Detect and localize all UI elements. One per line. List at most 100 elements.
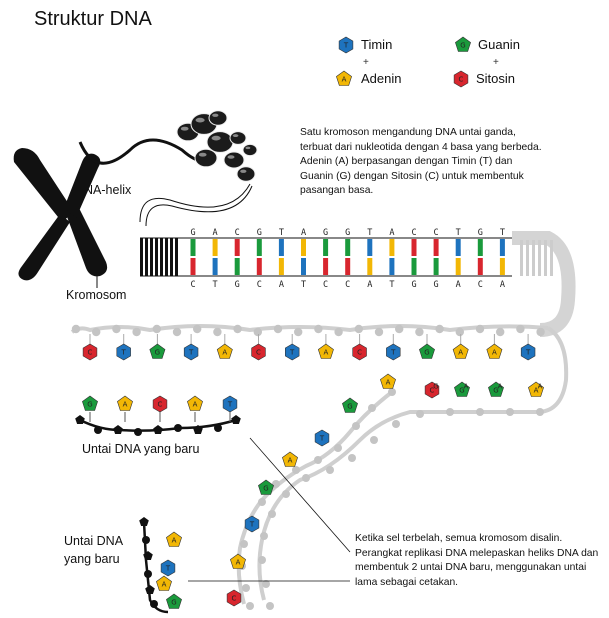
sugar: [143, 551, 153, 560]
ladder-bar-top: [323, 239, 329, 256]
ladder-bar-bottom: [256, 258, 262, 275]
pair-spacer: A: [538, 383, 543, 391]
new-strand-1-node: [231, 415, 241, 424]
backbone-node: [334, 327, 343, 337]
sugar: [139, 517, 149, 526]
ladder-letter-top: G: [478, 228, 483, 238]
base-shape: [152, 395, 168, 413]
base-shape: [336, 70, 352, 86]
ladder-letter-bottom: C: [478, 280, 483, 290]
backbone-node: [455, 327, 464, 337]
ladder-letter-top: C: [235, 228, 240, 238]
base-shape: [216, 343, 233, 359]
base-shape: [258, 479, 274, 495]
new-strand-1-node: [134, 428, 142, 436]
template-base-T: T: [520, 343, 536, 361]
new-strand-1-node: [174, 424, 182, 432]
base-shape: [82, 395, 98, 411]
template-base-T: T: [386, 343, 401, 361]
backbone-node: [536, 408, 544, 416]
new-strand-2-node: [143, 551, 153, 560]
base-shape: [342, 397, 358, 413]
backbone-node: [92, 327, 101, 337]
base-letter: A: [123, 401, 128, 409]
new-strand-1-node: [153, 425, 163, 434]
ladder-letter-bottom: C: [190, 280, 195, 290]
ladder-letter-bottom: A: [500, 280, 505, 290]
bead-highlight: [212, 113, 219, 117]
ladder-letter-top: A: [389, 228, 394, 238]
ladder-letter-bottom: C: [345, 280, 350, 290]
base-shape: [226, 589, 242, 607]
fork-base-G: G: [342, 397, 358, 413]
sugar: [153, 425, 163, 434]
ladder-letter-bottom: C: [257, 280, 262, 290]
ladder-letter-top: G: [257, 228, 262, 238]
ladder-bar-top: [367, 239, 373, 256]
ladder-bar-top: [433, 239, 439, 256]
new-strand-2-base-A: A: [156, 575, 172, 591]
base-letter: A: [342, 76, 347, 84]
ladder-letter-top: T: [456, 228, 461, 238]
base-shape: [251, 343, 266, 361]
timin-icon: T: [338, 36, 354, 54]
ladder-letter-top: T: [500, 228, 505, 238]
backbone-node: [392, 420, 400, 428]
ladder-letter-bottom: G: [434, 280, 439, 290]
base-letter: G: [424, 349, 429, 357]
new-strand-1-base-G: G: [82, 395, 98, 411]
ladder-letter-bottom: G: [411, 280, 416, 290]
tail-rung: [526, 240, 529, 276]
base-shape: [117, 395, 133, 411]
helix-stub: [150, 238, 153, 276]
fork-base-T: T: [314, 429, 330, 447]
helix-stub: [165, 238, 168, 276]
adenin-icon: A: [336, 70, 352, 86]
legend-timin-label: Timin: [361, 37, 393, 52]
ladder-letter-bottom: T: [301, 280, 306, 290]
base-shape: [528, 381, 544, 397]
base-letter: A: [538, 383, 543, 391]
unwound-backbone: [257, 326, 569, 601]
base-shape: [230, 553, 246, 569]
backbone-node: [112, 324, 121, 334]
base-letter: A: [464, 383, 469, 391]
new-strand-1-base-C: C: [152, 395, 168, 413]
nucleosome-bead: [229, 131, 247, 145]
pair-spacer: A: [464, 383, 469, 391]
base-shape: [419, 343, 435, 359]
ladder-bar-top: [477, 239, 483, 256]
backbone-node: [516, 324, 525, 334]
ladder-bar-bottom: [389, 258, 395, 275]
base-letter: A: [386, 379, 391, 387]
paired-base-G: G: [488, 381, 504, 397]
base-shape: [160, 559, 176, 577]
ladder-bar-top: [234, 239, 240, 256]
fork-base-C: C: [226, 589, 242, 607]
sugar: [113, 425, 123, 434]
bead-highlight: [227, 155, 235, 159]
ladder-letter-top: A: [301, 228, 306, 238]
base-letter: T: [249, 521, 255, 529]
base-shape: [284, 343, 300, 361]
phosphate: [174, 424, 182, 432]
base-shape: [520, 343, 536, 361]
tail-rung: [550, 240, 553, 276]
template-base-C: C: [352, 343, 367, 361]
second-strand-backbone: [236, 390, 394, 605]
tail-rung: [532, 240, 535, 276]
new-strand-1-base-A: A: [187, 395, 203, 411]
sugar: [193, 425, 203, 434]
base-shape: [488, 381, 504, 397]
ladder-bar-top: [190, 239, 196, 256]
base-letter: T: [227, 401, 233, 409]
base-shape: [166, 593, 182, 609]
ladder-bar-bottom: [301, 258, 306, 275]
base-shape: [386, 343, 401, 361]
fork-base-A: A: [380, 373, 396, 389]
nucleosome-bead: [236, 166, 256, 182]
base-shape: [486, 343, 503, 359]
backbone-node: [282, 490, 290, 498]
new-strand-1-node: [94, 426, 102, 434]
